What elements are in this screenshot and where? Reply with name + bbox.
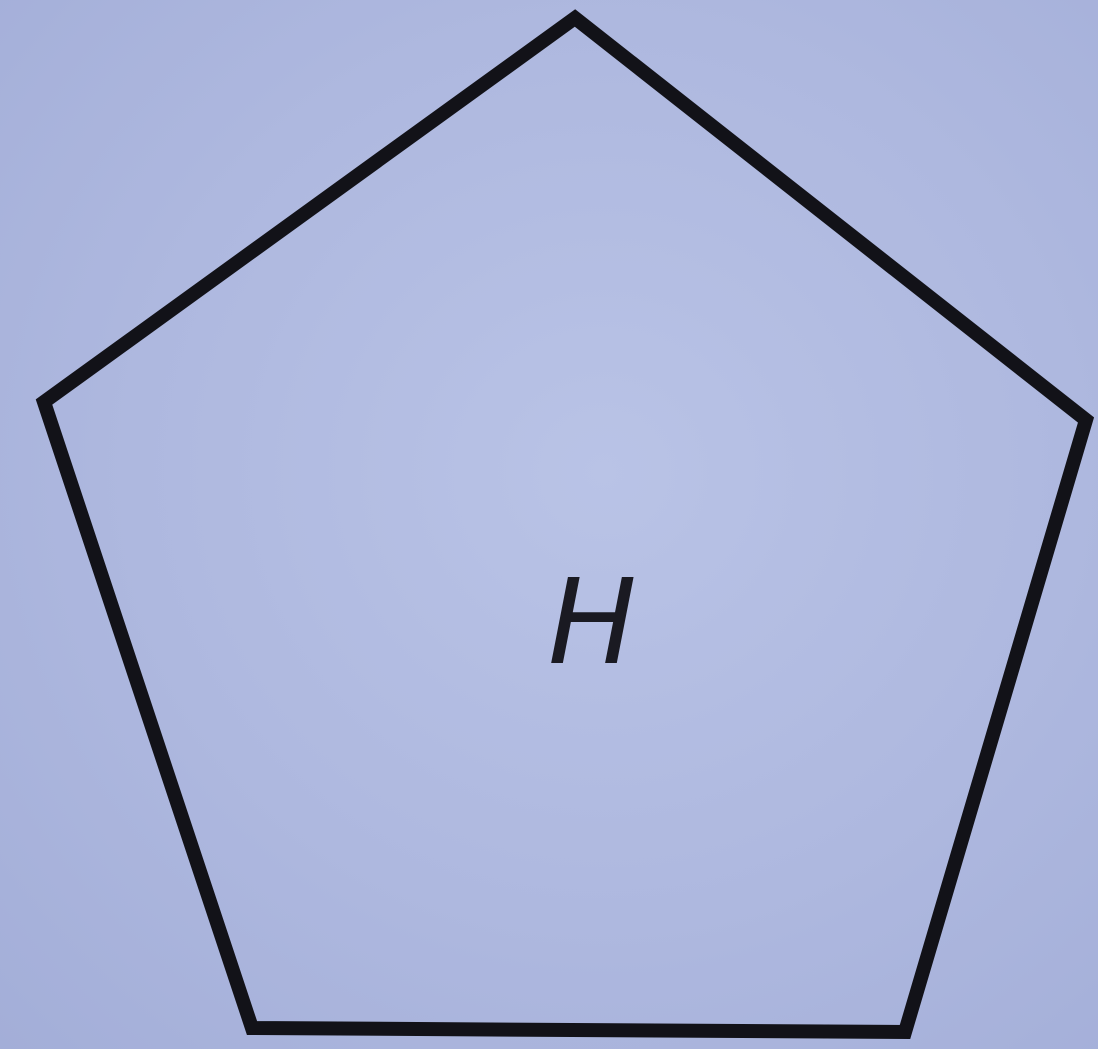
pentagon-label: H — [548, 553, 637, 691]
pentagon-shape — [35, 9, 1095, 1040]
